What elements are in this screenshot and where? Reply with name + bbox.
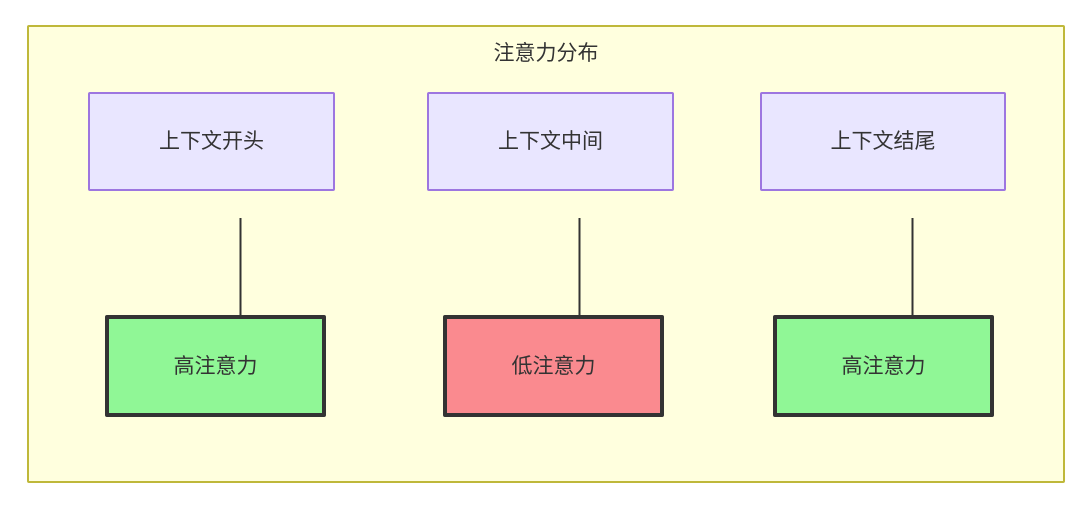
node-context-start[interactable]: 上下文开头 xyxy=(88,92,335,191)
node-attention-high-end[interactable]: 高注意力 xyxy=(773,315,994,417)
node-attention-high-start[interactable]: 高注意力 xyxy=(105,315,326,417)
diagram-canvas: 注意力分布 上下文开头 上下文中间 上下文结尾 xyxy=(27,25,1065,483)
subgraph-title: 注意力分布 xyxy=(493,42,599,65)
node-label: 上下文中间 xyxy=(498,130,603,153)
node-label: 低注意力 xyxy=(511,354,596,378)
node-label: 高注意力 xyxy=(841,354,926,378)
node-label: 上下文结尾 xyxy=(830,130,936,153)
node-context-end[interactable]: 上下文结尾 xyxy=(760,92,1006,191)
node-attention-low-middle[interactable]: 低注意力 xyxy=(443,315,664,417)
node-label: 高注意力 xyxy=(173,354,258,378)
node-context-middle[interactable]: 上下文中间 xyxy=(427,92,674,191)
node-label: 上下文开头 xyxy=(159,130,264,153)
